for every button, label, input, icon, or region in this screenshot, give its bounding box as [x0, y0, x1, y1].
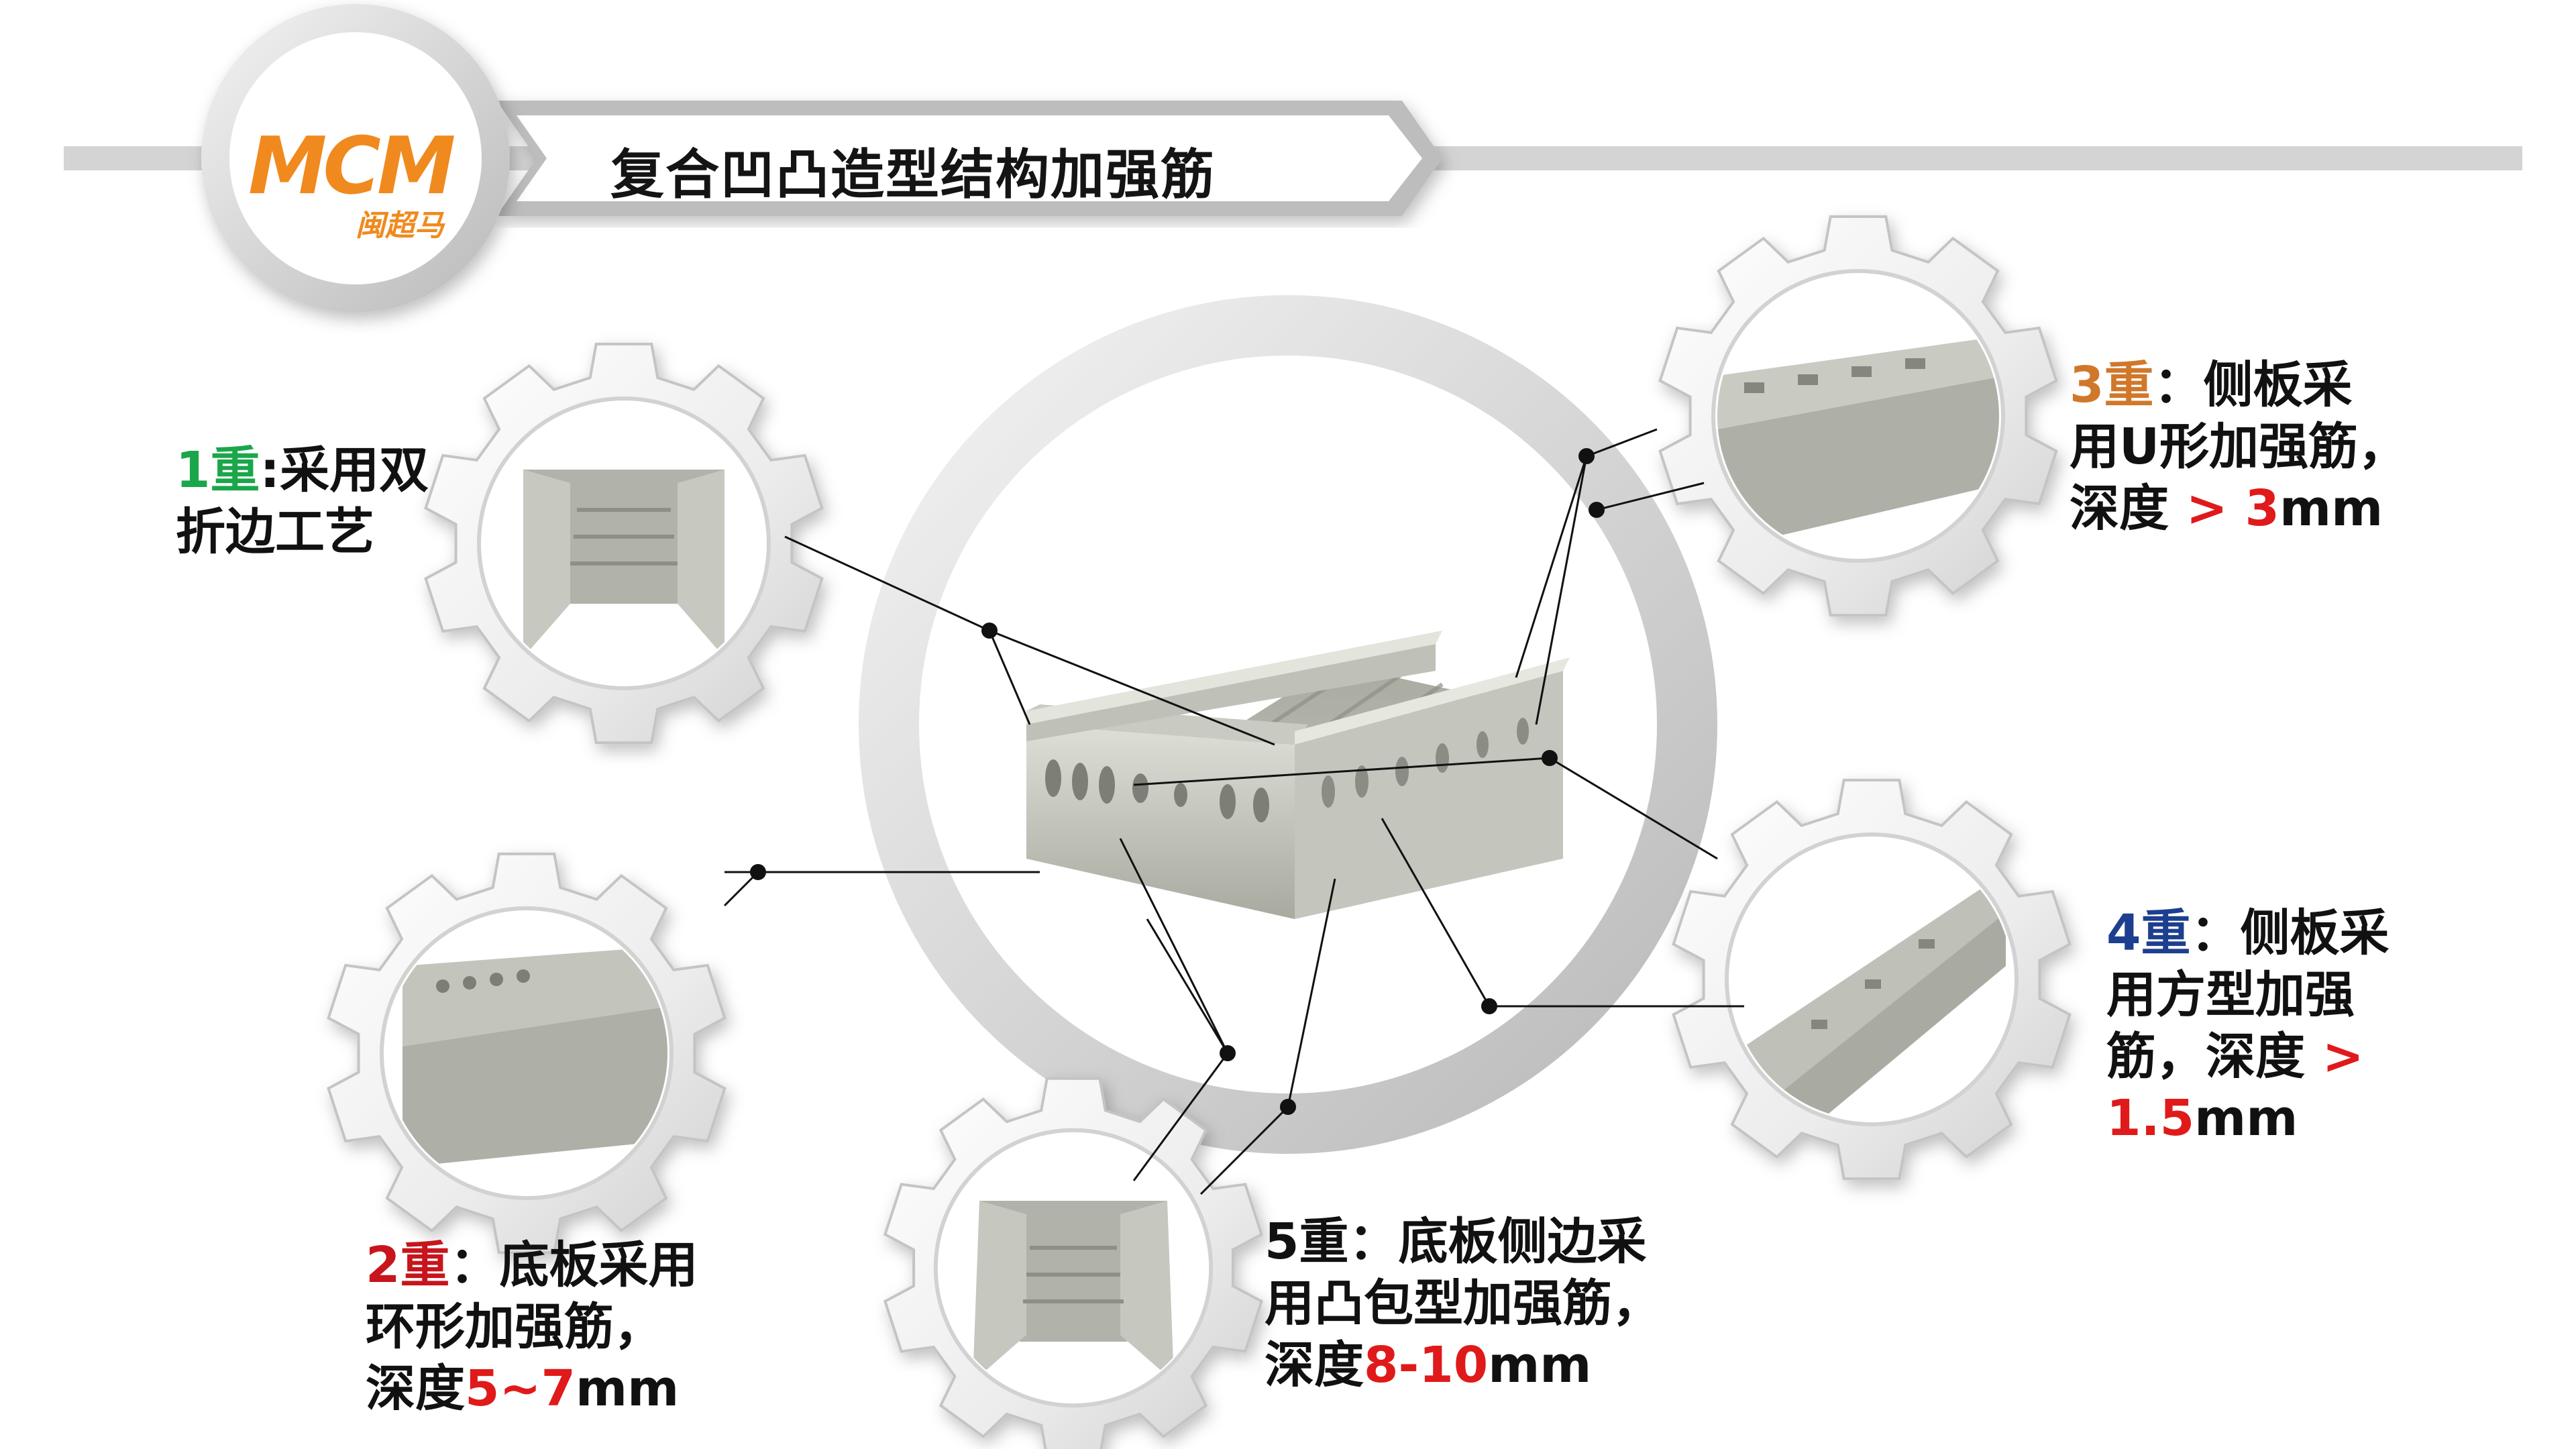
cable-tray-illustration — [1026, 631, 1570, 919]
callout-line: 环形加强筋， — [366, 1296, 698, 1358]
detail-view-convex-rib — [939, 1134, 1208, 1402]
callout-text-run: 用方型加强 — [2106, 966, 2355, 1024]
center-ring — [859, 295, 1717, 1154]
callout-layer-1: 1重:采用双折边工艺 — [176, 439, 429, 563]
callout-text-run: 环形加强筋， — [366, 1298, 663, 1356]
callout-text-run: mm — [2194, 1089, 2298, 1147]
callout-text-run: 深度 — [366, 1360, 465, 1417]
callout-text-run: ：底板采用 — [449, 1236, 698, 1294]
callout-line: 用方型加强 — [2106, 964, 2390, 1026]
callout-text-run: :采用双 — [260, 441, 429, 499]
callout-text-run: 5~7 — [465, 1360, 576, 1417]
callout-text-run: mm — [2279, 480, 2383, 537]
callout-text-run: 8-10 — [1364, 1336, 1489, 1394]
callout-layer-5: 5重：底板侧边采用凸包型加强筋，深度8-10mm — [1265, 1211, 1662, 1396]
callout-line: 1重:采用双 — [176, 439, 429, 501]
callout-layer-4: 4重：侧板采用方型加强筋，深度 >1.5mm — [2106, 902, 2390, 1149]
callout-line: 2重：底板采用 — [366, 1234, 698, 1296]
callout-line: 筋，深度 > — [2106, 1026, 2390, 1087]
callout-text-run: mm — [575, 1360, 680, 1417]
callout-text-run: 5重：底板侧边采 — [1265, 1213, 1647, 1271]
callout-line: 深度8-10mm — [1265, 1334, 1662, 1396]
callout-text-run: > — [2305, 1028, 2364, 1085]
detail-view-u-rib — [1717, 275, 1999, 557]
logo-badge — [201, 4, 510, 313]
page-title: 复合凹凸造型结构加强筋 — [610, 144, 1216, 206]
callout-text-run: ：侧板采 — [2153, 356, 2353, 414]
callout-line: 深度5~7mm — [366, 1358, 698, 1419]
callout-line: 1.5mm — [2106, 1087, 2390, 1149]
header-bar — [64, 101, 2522, 216]
callout-text-run: 折边工艺 — [176, 503, 374, 561]
callout-text-run: 筋，深度 — [2106, 1028, 2305, 1085]
callout-text-run: 3重 — [2070, 356, 2154, 414]
callout-text-run: > 3 — [2169, 480, 2280, 537]
callout-text-run: ：侧板采 — [2190, 904, 2390, 962]
callout-text-run: 2重 — [366, 1236, 450, 1294]
leader-dots — [750, 448, 1605, 1115]
callout-line: 5重：底板侧边采 — [1265, 1211, 1662, 1273]
brand-logo: MCM — [248, 119, 455, 212]
callout-text-run: 4重 — [2106, 904, 2191, 962]
callout-line: 折边工艺 — [176, 501, 429, 563]
callout-line: 用U形加强筋， — [2070, 416, 2408, 478]
callout-layer-2: 2重：底板采用环形加强筋，深度5~7mm — [366, 1234, 698, 1419]
callout-text-run: 深度 — [2070, 480, 2169, 537]
callout-text-run: mm — [1488, 1336, 1592, 1394]
callout-line: 3重：侧板采 — [2070, 354, 2408, 416]
callout-text-run: 1重 — [176, 441, 260, 499]
detail-view-square-rib — [1731, 839, 2012, 1120]
callout-line: 4重：侧板采 — [2106, 902, 2390, 964]
callout-line: 用凸包型加强筋， — [1265, 1273, 1662, 1334]
callout-line: 深度 > 3mm — [2070, 478, 2408, 539]
callout-text-run: 用U形加强筋， — [2070, 418, 2408, 476]
brand-name: 闽超马 — [356, 209, 444, 243]
callout-text-run: 1.5 — [2106, 1089, 2195, 1147]
detail-view-double-fold — [483, 402, 765, 684]
callout-layer-3: 3重：侧板采用U形加强筋，深度 > 3mm — [2070, 354, 2408, 539]
callout-text-run: 深度 — [1265, 1336, 1364, 1394]
callout-text-run: 用凸包型加强筋， — [1265, 1275, 1662, 1332]
detail-view-ring-rib — [386, 912, 667, 1194]
